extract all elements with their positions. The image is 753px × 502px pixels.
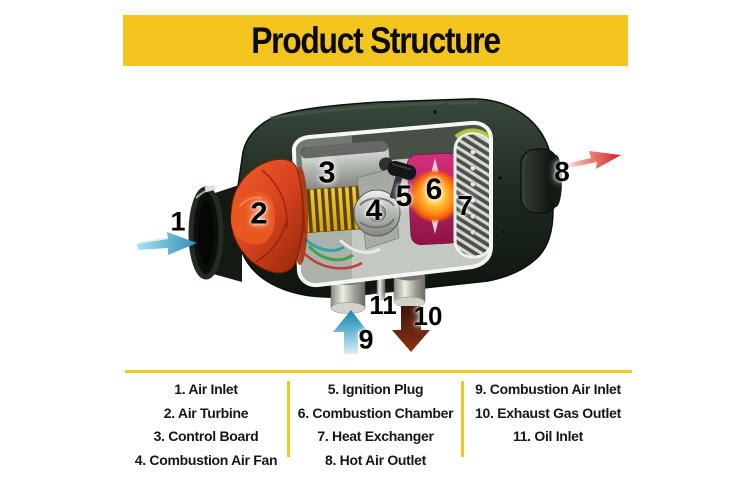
legend-item-exhaust-gas-outlet: 10. Exhaust Gas Outlet <box>475 404 621 421</box>
control-board-part <box>298 185 365 234</box>
air-inlet-arrow <box>137 232 197 255</box>
combustion-air-inlet-arrow <box>333 310 368 354</box>
exhaust-gas-outlet-arrow <box>392 306 430 352</box>
callout-8: 8 <box>554 156 570 187</box>
callout-10: 10 <box>413 301 443 331</box>
callout-4: 4 <box>365 194 383 227</box>
legend-column-3: 9. Combustion Air Inlet 10. Exhaust Gas … <box>464 378 632 449</box>
legend-item-ignition-plug: 5. Ignition Plug <box>327 381 424 397</box>
legend-item-oil-inlet: 11. Oil Inlet <box>512 428 584 444</box>
callout-2: 2 <box>250 195 268 231</box>
legend-column-2: 5. Ignition Plug 6. Combustion Chamber 7… <box>290 378 461 472</box>
legend-item-air-turbine: 2. Air Turbine <box>163 404 249 421</box>
ignition-plug-part <box>387 160 417 199</box>
legend-divider-2 <box>461 381 464 457</box>
air-turbine-part <box>230 158 308 274</box>
legend-item-air-inlet: 1. Air Inlet <box>174 381 238 397</box>
page-title: Product Structure <box>251 19 501 61</box>
callout-11: 11 <box>369 290 397 320</box>
legend: 1. Air Inlet 2. Air Turbine 3. Control B… <box>125 370 632 472</box>
exhaust-gas-outlet-pipe <box>393 271 426 308</box>
legend-top-divider <box>125 370 632 373</box>
callout-5: 5 <box>395 180 413 213</box>
legend-column-1: 1. Air Inlet 2. Air Turbine 3. Control B… <box>125 378 287 472</box>
callout-6: 6 <box>425 173 443 206</box>
callout-3: 3 <box>318 154 336 190</box>
callout-7: 7 <box>457 190 473 221</box>
hot-air-outlet-arrow <box>556 151 621 170</box>
legend-divider-1 <box>287 381 290 457</box>
callout-1: 1 <box>170 206 186 237</box>
legend-item-hot-air-outlet: 8. Hot Air Outlet <box>325 451 426 468</box>
callout-9: 9 <box>358 324 374 355</box>
legend-item-heat-exchanger: 7. Heat Exchanger <box>317 428 434 444</box>
legend-item-combustion-air-fan: 4. Combustion Air Fan <box>134 451 278 468</box>
legend-item-control-board: 3. Control Board <box>153 428 259 444</box>
legend-item-combustion-air-inlet: 9. Combustion Air Inlet <box>475 381 621 397</box>
heat-exchanger-part <box>453 128 491 259</box>
legend-item-combustion-chamber: 6. Combustion Chamber <box>297 404 454 421</box>
combustion-air-fan-part <box>353 189 401 237</box>
body-screws <box>432 109 506 235</box>
air-inlet-ring <box>188 184 242 282</box>
title-banner: Product Structure <box>123 15 628 66</box>
